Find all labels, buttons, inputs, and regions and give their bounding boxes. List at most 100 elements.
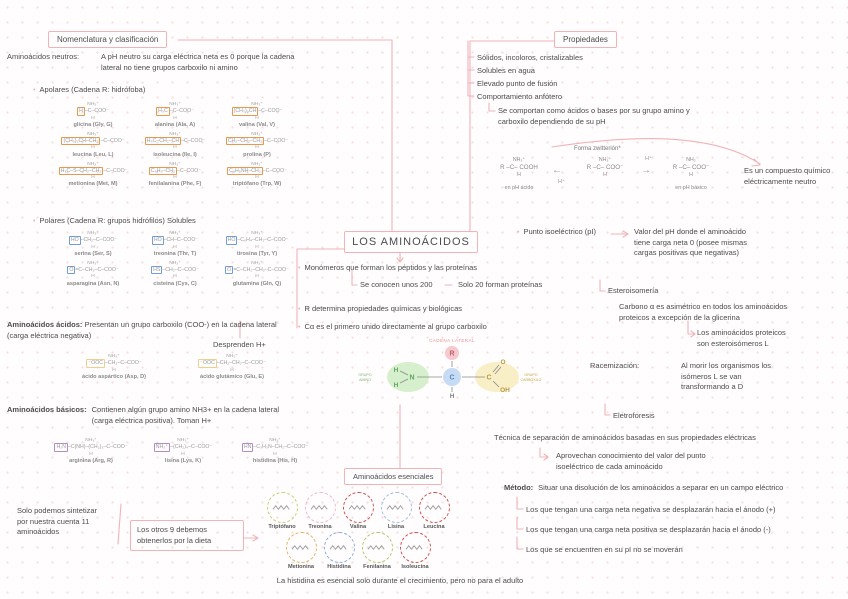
r-group: (CH₃)₂CH xyxy=(231,107,259,116)
punto-isoelectrico-text: Valor del pH donde el aminoácido tiene c… xyxy=(634,227,747,257)
formula-rest: –C₆H₄–CH₂–C–COO⁻ xyxy=(237,237,289,244)
r-group: HO xyxy=(68,236,81,245)
metodo-item: Los que tengan una carga neta negativa s… xyxy=(526,505,776,514)
formula-row: H₃C–C–COO⁻ xyxy=(134,107,216,116)
formula-row: (CH₃)₂CH–CH₂–C–COO⁻ xyxy=(52,137,134,146)
formula-top: NH₃⁺ xyxy=(85,438,97,443)
isomeros-l-text: Los aminoácidos proteicos son esteroisóm… xyxy=(697,328,786,348)
aa-name: fenilalanina (Phe, F) xyxy=(148,181,202,188)
formula-bottom: H xyxy=(255,244,259,250)
acidos-text: Presentan un grupo carboxilo (COO-) en l… xyxy=(7,320,277,340)
connector-title-down-arrow xyxy=(396,251,404,263)
formula-row: H₂N–C(NH)–(CH₂)₃–C–COO⁻ xyxy=(45,443,137,452)
r-group: H₃C–CH₂–CH xyxy=(144,137,182,146)
aa-name: serina (Ser, S) xyxy=(74,250,112,257)
formula-top: NH₂ xyxy=(686,157,696,163)
formula-row: HO–CH₂–C–COO⁻ xyxy=(52,236,134,245)
nomenclatura-box: Nomenclatura y clasificación xyxy=(48,31,168,48)
formula-top: NH₃⁺ xyxy=(169,131,181,137)
zwitterion-form: NH₃⁺ R –C– COO⁻ H xyxy=(576,157,634,179)
aa-circle xyxy=(323,532,355,563)
polares-title: Polares (Cadena R: grupos hidrófilos) So… xyxy=(33,216,195,227)
aa-circle xyxy=(361,532,393,563)
formula-row: NH₃⁺–(CH₂)₄–C–COO⁻ xyxy=(137,443,229,452)
formula-row: HO–C₆H₄–CH₂–C–COO⁻ xyxy=(216,236,298,245)
formula-top: NH₃⁺ xyxy=(177,438,189,443)
formula-bottom: H xyxy=(112,367,116,373)
bullet-monomeros: Monómeros que forman los péptidos y las … xyxy=(298,263,477,274)
r-group: ⁻OOC xyxy=(86,359,106,368)
formula-bottom: H xyxy=(689,171,693,178)
h-atom: H xyxy=(394,367,399,374)
r-group: H xyxy=(77,107,85,116)
structure-sketch xyxy=(348,504,366,511)
amino-acid-structure-diagram: CADENA LATERAL R H H N C C O OH H GRUPO … xyxy=(358,338,542,400)
formula-bottom: H xyxy=(255,145,259,151)
r-group: H₂N xyxy=(54,443,68,452)
formula-row: O=C–CH₂–CH₂–C–COO⁻ xyxy=(216,266,298,275)
zwitterion-acid-form: NH₃⁺ R –C– COOH H en pH ácido xyxy=(490,157,548,191)
connector-prop-rail xyxy=(467,40,496,112)
formula-bottom: H xyxy=(91,175,95,181)
formula-row: HO–CH–C–COO⁻ xyxy=(134,236,216,245)
aa-label: Fenilanina xyxy=(363,564,391,570)
r-group: O xyxy=(225,266,234,275)
formula-bottom: H xyxy=(91,115,95,121)
formula-rest: –C₃H₃N–CH₂–C–COO⁻ xyxy=(253,444,309,451)
formula-top: NH₃⁺ xyxy=(226,354,238,359)
metodo-item: Los que se encuentren en su pI no se mov… xyxy=(526,545,683,554)
alpha-carbon-highlight xyxy=(443,368,461,386)
formula-top: NH₃⁺ xyxy=(169,161,181,167)
r-group: HS xyxy=(151,266,163,275)
formula-top: NH₃⁺ xyxy=(512,157,526,163)
bullet-c-alfa: Cα es el primero unido directamente al g… xyxy=(298,322,486,333)
left-arrow: ← xyxy=(552,165,562,176)
propiedad-item: Sólidos, incoloros, cristalizables xyxy=(477,53,583,62)
formula-bottom: H xyxy=(91,274,95,280)
neutro-text: Es un compuesto químico eléctricamente n… xyxy=(744,166,831,186)
basicos-text: Contienen algún grupo amino NH3+ en la c… xyxy=(91,405,280,425)
formula-rest: –C–COO⁻ xyxy=(264,138,289,145)
amino-group-highlight xyxy=(387,362,429,392)
formula-mid: R –C– COO⁻ xyxy=(672,163,710,171)
ph-caption: en pH básico xyxy=(675,184,707,191)
r-group: HO xyxy=(151,236,164,245)
essential-aa-triptofano: Triptófano xyxy=(264,492,300,530)
formula-bottom: H xyxy=(255,274,259,280)
aprovechan-text: Aprovechan conocimiento del valor del pu… xyxy=(556,451,706,471)
connector-electro xyxy=(604,403,611,416)
aa-label: Valina xyxy=(349,524,367,530)
essential-aa-isoleucina: Isoleucina xyxy=(397,532,433,570)
formula-bottom: H xyxy=(173,244,177,250)
formula-top: NH₃⁺ xyxy=(251,131,263,137)
alpha-carbon-atom: C xyxy=(449,375,454,382)
aa-name: metionina (Met, M) xyxy=(68,181,118,188)
aa-name: ácido glutámico (Glu, E) xyxy=(199,373,265,380)
formula-rest: =C–CH₂–C–COO⁻ xyxy=(75,267,119,274)
formula-row: ⁻OOC–CH₂–C–COO⁻ xyxy=(55,359,173,368)
aa-name: prolina (P) xyxy=(243,151,271,158)
r-group-highlight xyxy=(445,346,459,360)
r-group: NH₃⁺ xyxy=(153,443,171,452)
aa-name: triptófano (Trp, W) xyxy=(232,181,282,188)
connector-propiedades xyxy=(469,40,555,233)
metodo-block: Método: Situar una disolución de los ami… xyxy=(504,483,783,494)
formula-mid: R –C– COO⁻ xyxy=(586,163,624,171)
grupo-carboxilo-label: CARBOXILO xyxy=(521,378,542,382)
propiedades-box: Propiedades xyxy=(554,31,617,48)
aa-circle xyxy=(399,532,431,563)
aa-circle xyxy=(285,532,317,563)
r-group: HN xyxy=(241,443,254,452)
grupo-amino-label: GRUPO xyxy=(358,373,371,377)
acidos-block: Aminoácidos ácidos: Presentan un grupo c… xyxy=(7,320,285,341)
